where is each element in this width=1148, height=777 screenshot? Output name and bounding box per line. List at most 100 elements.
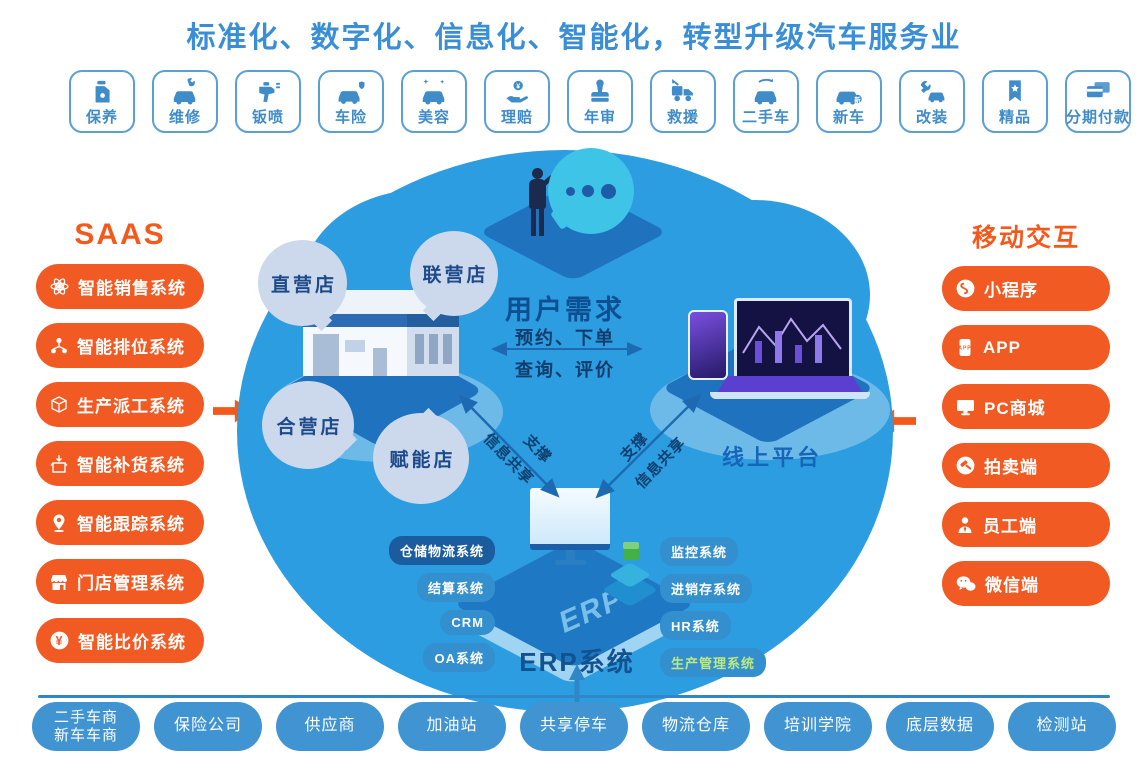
oil-icon bbox=[87, 78, 117, 106]
box-arrow-icon bbox=[49, 454, 69, 474]
store-bubble-direct: 直营店 bbox=[258, 240, 347, 326]
mobile-item-label: 微信端 bbox=[985, 576, 1039, 595]
store-bubble-coop: 合营店 bbox=[262, 381, 354, 469]
car-shine-icon bbox=[419, 78, 449, 106]
partner-pill: 底层数据 bbox=[886, 702, 994, 751]
service-label: 年审 bbox=[583, 109, 616, 126]
service-label: 二手车 bbox=[742, 109, 791, 126]
service-label: 新车 bbox=[832, 109, 865, 126]
service-installment: 分期付款 bbox=[1065, 70, 1131, 133]
erp-monitor-illustration bbox=[530, 488, 614, 574]
service-label: 车险 bbox=[334, 109, 367, 126]
store-icon bbox=[49, 572, 69, 592]
atom-icon bbox=[49, 276, 70, 297]
mobile-item-pc-mall: PC商城 bbox=[942, 384, 1110, 429]
phone-icon bbox=[688, 310, 728, 380]
customer-figure bbox=[524, 168, 564, 240]
car-exchange-icon bbox=[751, 78, 781, 106]
service-label: 保养 bbox=[85, 109, 118, 126]
staff-icon bbox=[955, 515, 975, 535]
partner-pill: 供应商 bbox=[276, 702, 384, 751]
saas-column: SAAS 智能销售系统 智能排位系统 生产派工系统 智能补货系统 智能跟踪系统 … bbox=[36, 218, 204, 677]
demand-line1: 预约、下单 bbox=[515, 328, 615, 348]
mobile-item-auction: 拍卖端 bbox=[942, 443, 1110, 488]
svg-text:¥: ¥ bbox=[516, 84, 520, 91]
store-bubble-label: 合营店 bbox=[276, 416, 343, 438]
mobile-item-label: PC商城 bbox=[984, 399, 1046, 418]
service-rescue: 救援 bbox=[650, 70, 716, 133]
stack-box-illustration bbox=[601, 540, 660, 607]
partner-pill: 保险公司 bbox=[154, 702, 262, 751]
saas-item-price-compare: ¥ 智能比价系统 bbox=[36, 618, 204, 663]
laptop-screen bbox=[734, 298, 852, 380]
store-bubble-label: 联营店 bbox=[422, 265, 489, 286]
service-repair: 维修 bbox=[152, 70, 218, 133]
partner-pill: 二手车商 新车车商 bbox=[32, 702, 140, 751]
saas-item-replenish: 智能补货系统 bbox=[36, 441, 204, 486]
erp-tag: OA系统 bbox=[423, 643, 495, 672]
user-demand-title: 用户需求 bbox=[505, 295, 625, 325]
erp-tag: 进销存系统 bbox=[660, 574, 753, 603]
saas-item-label: 门店管理系统 bbox=[77, 574, 185, 593]
service-label: 美容 bbox=[417, 109, 450, 126]
service-label: 救援 bbox=[666, 109, 699, 126]
saas-item-sales: 智能销售系统 bbox=[36, 264, 204, 309]
mobile-item-label: APP bbox=[983, 337, 1021, 357]
speech-dot bbox=[601, 183, 616, 199]
service-modification: 改装 bbox=[899, 70, 965, 133]
store-bubble-label: 赋能店 bbox=[389, 450, 456, 471]
org-chart-icon bbox=[49, 336, 69, 356]
partner-pill: 共享停车 bbox=[520, 702, 628, 751]
location-pin-icon bbox=[49, 513, 69, 533]
saas-item-label: 智能排位系统 bbox=[77, 338, 185, 357]
saas-header: SAAS bbox=[74, 218, 166, 251]
service-label: 精品 bbox=[998, 109, 1031, 126]
svg-text:新: 新 bbox=[854, 95, 861, 104]
saas-item-dispatch: 生产派工系统 bbox=[36, 382, 204, 427]
erp-tags-left: 仓储物流系统 结算系统 CRM OA系统 bbox=[330, 536, 495, 672]
svg-text:¥: ¥ bbox=[55, 634, 63, 648]
monitor-icon bbox=[955, 397, 976, 417]
demand-line2: 查询、评价 bbox=[515, 360, 615, 380]
service-beauty: 美容 bbox=[401, 70, 467, 133]
mobile-item-wechat: 微信端 bbox=[942, 561, 1110, 606]
partner-pill: 物流仓库 bbox=[642, 702, 750, 751]
saas-item-label: 智能跟踪系统 bbox=[77, 515, 185, 534]
saas-item-queue: 智能排位系统 bbox=[36, 323, 204, 368]
partner-pill: 检测站 bbox=[1008, 702, 1116, 751]
partner-row: 二手车商 新车车商 保险公司 供应商 加油站 共享停车 物流仓库 培训学院 底层… bbox=[32, 702, 1116, 751]
page-title: 标准化、数字化、信息化、智能化，转型升级汽车服务业 bbox=[186, 22, 962, 54]
erp-tag: 生产管理系统 bbox=[660, 648, 767, 677]
svg-text:APP: APP bbox=[958, 346, 971, 352]
car-shield-icon bbox=[336, 78, 366, 106]
service-insurance: 车险 bbox=[318, 70, 384, 133]
service-paint-spray: 钣喷 bbox=[235, 70, 301, 133]
service-new-car: 新 新车 bbox=[816, 70, 882, 133]
saas-item-label: 智能补货系统 bbox=[77, 456, 185, 475]
service-used-car: 二手车 bbox=[733, 70, 799, 133]
yuan-coin-icon: ¥ bbox=[49, 630, 70, 651]
mobile-item-app: APP APP bbox=[942, 325, 1110, 370]
service-boutique: 精品 bbox=[982, 70, 1048, 133]
online-devices-illustration bbox=[680, 298, 870, 399]
service-maintenance: 保养 bbox=[69, 70, 135, 133]
laptop-keyboard bbox=[716, 376, 864, 394]
service-label: 改装 bbox=[915, 109, 948, 126]
erp-tag: 监控系统 bbox=[660, 537, 739, 566]
saas-item-tracking: 智能跟踪系统 bbox=[36, 500, 204, 545]
stamp-icon bbox=[585, 78, 615, 106]
bottom-divider bbox=[38, 695, 1110, 698]
speech-bubble-icon bbox=[548, 148, 634, 234]
mobile-item-label: 小程序 bbox=[984, 281, 1038, 300]
service-claims: ¥ 理赔 bbox=[484, 70, 550, 133]
mobile-header: 移动交互 bbox=[971, 224, 1080, 252]
speech-dot bbox=[582, 185, 594, 197]
erp-tag: HR系统 bbox=[660, 611, 731, 640]
hand-coin-icon: ¥ bbox=[502, 78, 532, 106]
ribbon-star-icon bbox=[1000, 78, 1030, 106]
saas-item-label: 智能销售系统 bbox=[78, 279, 186, 298]
erp-tags-right: 监控系统 进销存系统 HR系统 生产管理系统 bbox=[660, 537, 825, 677]
car-repair-icon bbox=[170, 78, 200, 106]
service-annual-inspection: 年审 bbox=[567, 70, 633, 133]
